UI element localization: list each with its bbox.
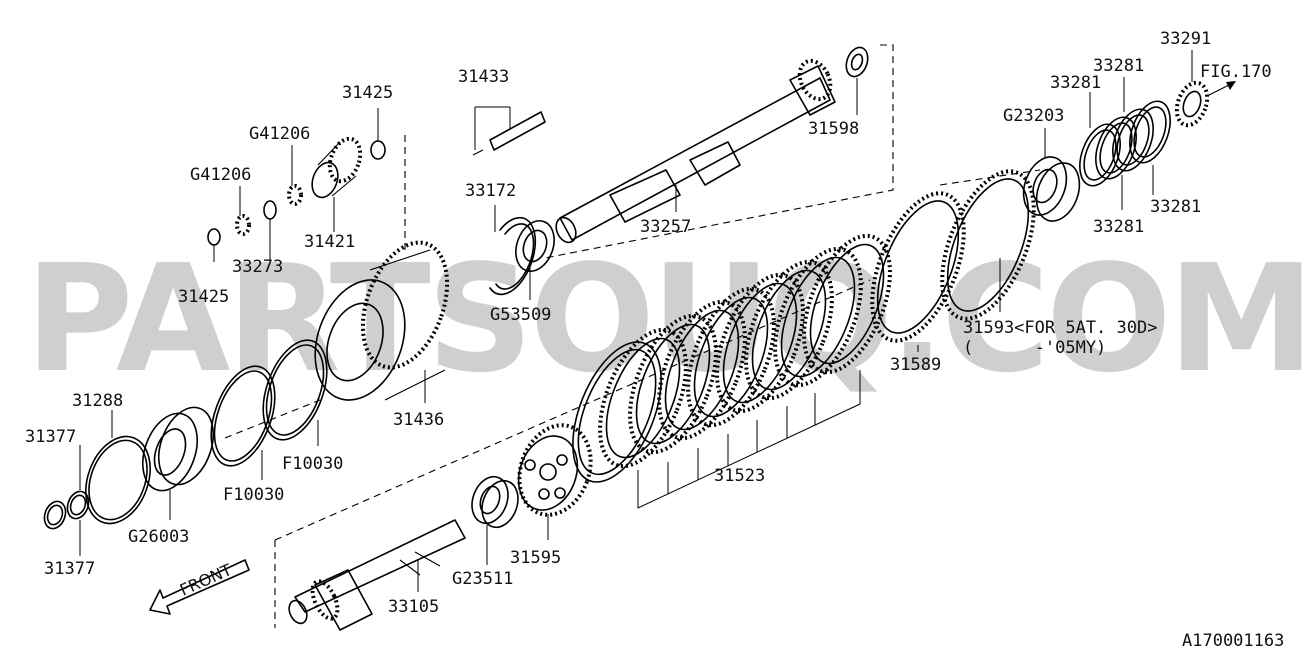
label-31288: 31288 [72, 391, 123, 411]
fig-170-label: FIG.170 [1200, 62, 1272, 82]
label-G53509: G53509 [490, 305, 551, 325]
label-33281-c: 33281 [1150, 197, 1201, 217]
label-33291: 33291 [1160, 29, 1211, 49]
part-33105-shaft [288, 519, 466, 631]
leader-lines [79, 50, 1193, 592]
part-31589-plate [870, 191, 966, 343]
label-31433: 31433 [458, 67, 509, 87]
label-G23203: G23203 [1003, 106, 1064, 126]
label-31436: 31436 [393, 410, 444, 430]
label-31377-a: 31377 [25, 427, 76, 447]
label-G41206-a: G41206 [249, 124, 310, 144]
part-G53509-washer [515, 220, 555, 272]
label-31421: 31421 [304, 232, 355, 252]
part-33291-gear [1174, 80, 1210, 128]
fig-reference: FIG.170 [1200, 62, 1272, 97]
label-33273: 33273 [232, 257, 283, 277]
label-G41206-b: G41206 [190, 165, 251, 185]
diagram-code: A170001163 [1182, 631, 1284, 651]
assembly-guides [224, 44, 1041, 628]
part-31598-washer [845, 46, 869, 78]
label-31593-line2: ( -'05MY) [963, 338, 1106, 358]
part-G23511-bearing [471, 475, 519, 529]
label-33281-a: 33281 [1093, 56, 1144, 76]
label-33172: 33172 [465, 181, 516, 201]
part-33257-shaft [555, 58, 836, 244]
part-33172-snap-ring [489, 216, 537, 296]
part-labels: 33291 33281 33281 G23203 33281 33281 315… [25, 29, 1211, 617]
label-33257: 33257 [640, 217, 691, 237]
part-G23203-bearing [1022, 156, 1081, 222]
label-G23511: G23511 [452, 569, 513, 589]
label-31595: 31595 [510, 548, 561, 568]
part-F10030-rings [210, 339, 328, 467]
part-31436-drum [314, 240, 450, 401]
label-F10030-b: F10030 [223, 485, 284, 505]
label-33281-d: 33281 [1093, 217, 1144, 237]
part-31433-pin [472, 111, 546, 156]
label-G26003: G26003 [128, 527, 189, 547]
label-31377-b: 31377 [44, 559, 95, 579]
part-G26003-bearing [142, 406, 214, 492]
label-33281-b: 33281 [1050, 73, 1101, 93]
label-31593-line1: 31593<FOR 5AT. 30D> [963, 318, 1157, 338]
label-F10030-a: F10030 [282, 454, 343, 474]
part-31288-ring [85, 435, 151, 525]
label-31589: 31589 [890, 355, 941, 375]
part-31421-gear [311, 136, 363, 199]
front-label: FRONT [177, 560, 235, 600]
label-31425-a: 31425 [342, 83, 393, 103]
label-31598: 31598 [808, 119, 859, 139]
label-31523: 31523 [714, 466, 765, 486]
part-31377-washers [43, 490, 90, 530]
part-31593-plate [940, 169, 1036, 321]
label-33105: 33105 [388, 597, 439, 617]
front-arrow: FRONT [149, 559, 250, 615]
watermark: PARTSOUQ.COM [25, 233, 1306, 405]
part-31595-gear [517, 423, 593, 517]
label-31425-b: 31425 [178, 287, 229, 307]
part-33281-shims [1079, 100, 1171, 187]
